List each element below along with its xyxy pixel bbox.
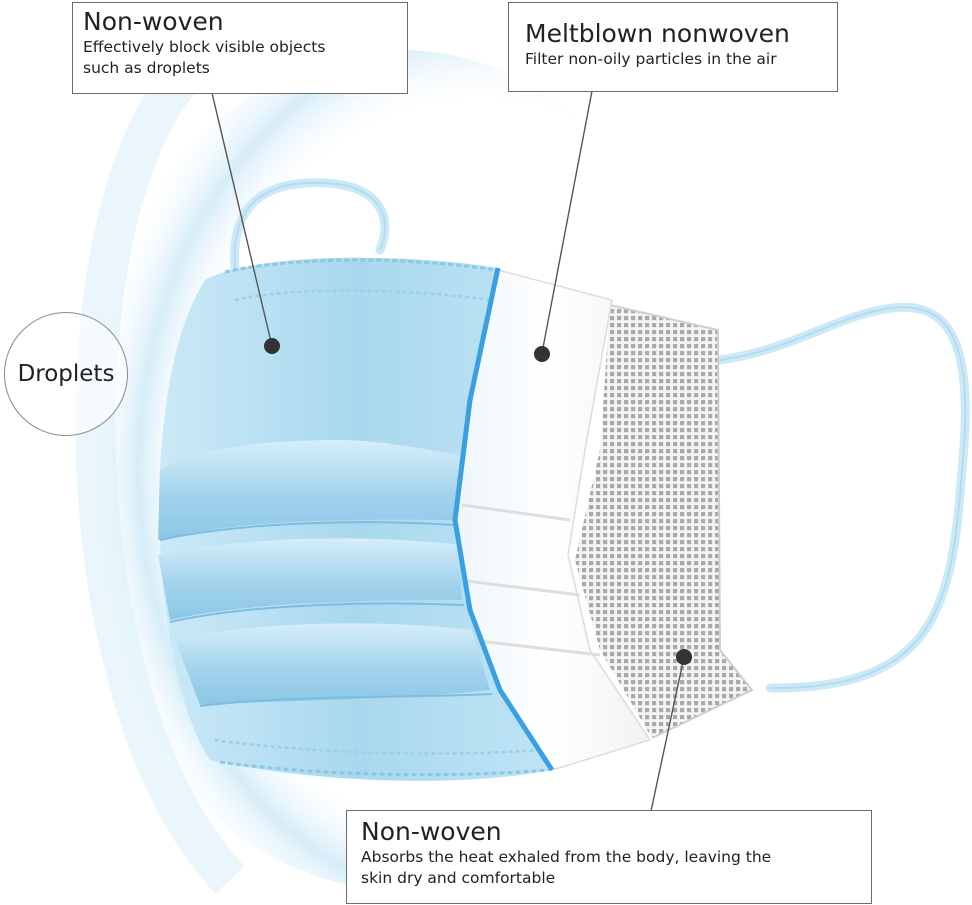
inner-layer [575,304,754,739]
callout-description-line: Absorbs the heat exhaled from the body, … [361,848,772,866]
callout-outer-layer: Non-woven Effectively block visible obje… [72,2,408,94]
callout-description-line: Filter non-oily particles in the air [525,50,777,68]
callout-title: Non-woven [361,817,502,846]
callout-title: Non-woven [83,7,224,36]
outer-layer [158,257,555,781]
callout-description-line: skin dry and comfortable [361,869,556,887]
droplets-badge: Droplets [4,312,128,436]
marker-dot-icon [264,338,692,665]
callout-description-line: such as droplets [83,59,210,77]
callout-middle-layer: Meltblown nonwoven Filter non-oily parti… [508,2,838,92]
leader-line-icon [211,90,685,812]
callout-title: Meltblown nonwoven [525,19,790,48]
callout-description-line: Effectively block visible objects [83,38,326,56]
callout-inner-layer: Non-woven Absorbs the heat exhaled from … [346,810,872,904]
droplets-label: Droplets [17,361,115,387]
